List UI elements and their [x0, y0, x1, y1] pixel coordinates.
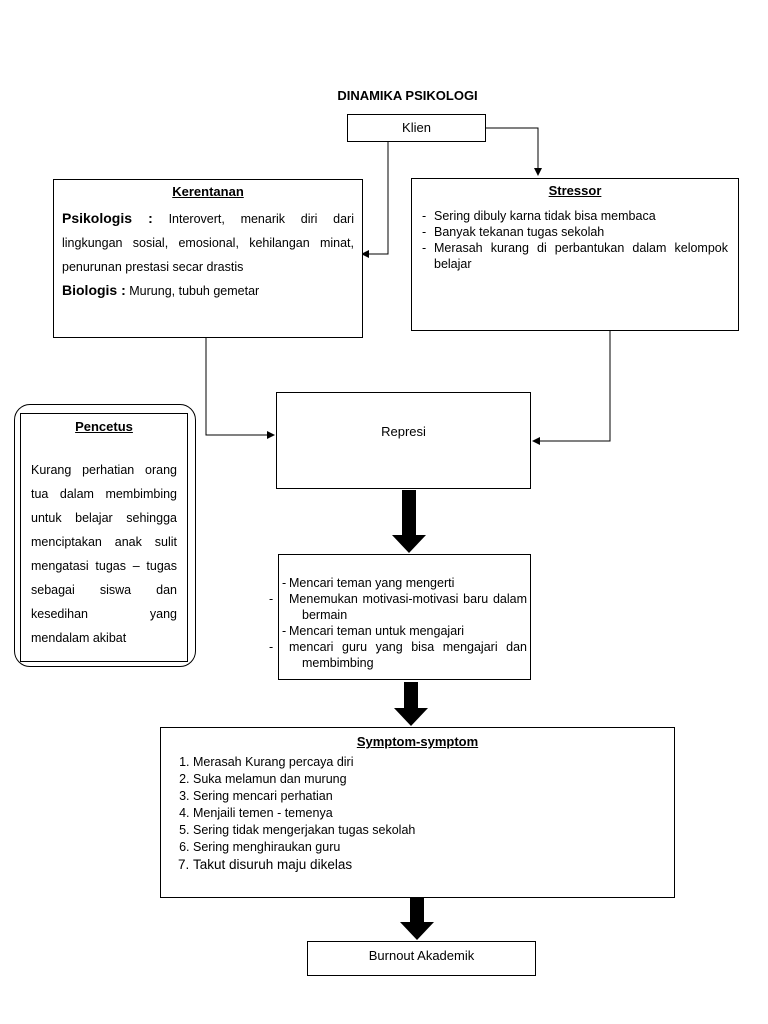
biologis-text: Murung, tubuh gemetar	[129, 284, 260, 298]
biologis-label: Biologis :	[62, 282, 126, 298]
list-item: mencari guru yang bisa mengajari dan mem…	[282, 639, 527, 671]
symptom-heading: Symptom-symptom	[356, 734, 479, 749]
klien-box: Klien	[347, 114, 486, 142]
symptom-box: Symptom-symptom Merasah Kurang percaya d…	[160, 727, 675, 898]
pencetus-heading: Pencetus	[75, 419, 133, 434]
kerentanan-box: Kerentanan Psikologis : Interovert, mena…	[53, 179, 363, 338]
psikologis-text: Interovert, menarik diri dari lingkungan…	[62, 212, 354, 274]
klien-label: Klien	[402, 120, 431, 135]
list-item: Takut disuruh maju dikelas	[193, 856, 668, 873]
list-item: Banyak tekanan tugas sekolah	[422, 224, 728, 240]
burnout-box: Burnout Akademik	[307, 941, 536, 976]
arrow-klien-to-stressor	[486, 127, 542, 176]
list-item: Mencari teman untuk mengajari	[282, 623, 527, 639]
list-item: Sering dibuly karna tidak bisa membaca	[422, 208, 728, 224]
stressor-heading: Stressor	[548, 183, 602, 198]
coping-box: Mencari teman yang mengerti Menemukan mo…	[278, 554, 531, 680]
burnout-label: Burnout Akademik	[368, 948, 475, 963]
symptom-list: Merasah Kurang percaya diri Suka melamun…	[167, 754, 668, 873]
arrow-klien-to-kerentanan	[361, 142, 389, 258]
kerentanan-biologis: Biologis : Murung, tubuh gemetar	[62, 279, 354, 302]
stressor-box: Stressor Sering dibuly karna tidak bisa …	[411, 178, 739, 331]
kerentanan-heading: Kerentanan	[172, 184, 244, 199]
stressor-list: Sering dibuly karna tidak bisa membaca B…	[422, 208, 728, 272]
list-item: Menjaili temen - temenya	[193, 805, 668, 822]
list-item: Mencari teman yang mengerti	[282, 575, 527, 591]
list-item: Sering mencari perhatian	[193, 788, 668, 805]
pencetus-text: Kurang perhatian orang tua dalam membimb…	[31, 463, 177, 645]
arrow-kerentanan-to-represi	[205, 338, 275, 439]
arrow-stressor-to-represi	[532, 331, 611, 445]
thick-arrow-symptom-to-burnout	[400, 898, 434, 940]
thick-arrow-coping-to-symptom	[394, 682, 428, 726]
represi-label: Represi	[381, 424, 426, 439]
represi-box: Represi	[276, 392, 531, 489]
list-item: Menemukan motivasi-motivasi baru dalam b…	[282, 591, 527, 623]
list-item: Sering menghiraukan guru	[193, 839, 668, 856]
coping-list: Mencari teman yang mengerti Menemukan mo…	[282, 575, 527, 671]
psikologis-label: Psikologis :	[62, 210, 153, 226]
list-item: Merasah Kurang percaya diri	[193, 754, 668, 771]
list-item: Sering tidak mengerjakan tugas sekolah	[193, 822, 668, 839]
list-item: Suka melamun dan murung	[193, 771, 668, 788]
list-item: Merasah kurang di perbantukan dalam kelo…	[422, 240, 728, 272]
diagram-title: DINAMIKA PSIKOLOGI	[337, 88, 478, 103]
pencetus-box: Pencetus Kurang perhatian orang tua dala…	[20, 413, 188, 662]
thick-arrow-represi-to-coping	[392, 490, 426, 553]
kerentanan-psikologis: Psikologis : Interovert, menarik diri da…	[62, 206, 354, 279]
